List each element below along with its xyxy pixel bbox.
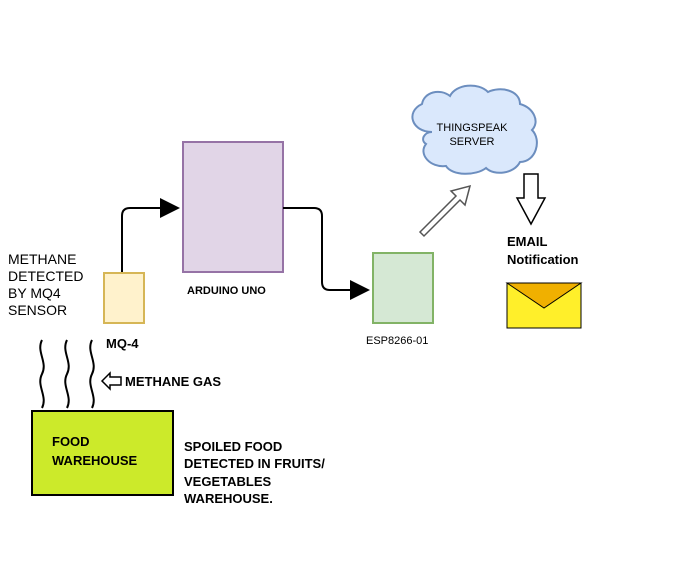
methane-gas-label: METHANE GAS [125, 374, 221, 389]
arrow-arduino-to-esp [283, 207, 370, 300]
arrow-mq4-to-arduino [121, 198, 180, 272]
methane-gas-arrow-icon [100, 371, 122, 391]
mq4-sensor-box [103, 272, 145, 324]
warehouse-label-line-2: WAREHOUSE [52, 453, 138, 468]
esp-box [372, 252, 434, 324]
cloud-label-line-2: SERVER [449, 136, 494, 148]
methane-detected-line-3: BY MQ4 [8, 285, 61, 301]
spoiled-line-2: DETECTED IN FRUITS/ [184, 456, 325, 471]
arrow-esp-to-cloud [418, 184, 472, 238]
esp-label: ESP8266-01 [366, 335, 428, 347]
spoiled-line-1: SPOILED FOOD [184, 439, 282, 454]
methane-detected-line-4: SENSOR [8, 302, 67, 318]
spoiled-food-description: SPOILED FOOD DETECTED IN FRUITS/ VEGETAB… [184, 439, 325, 506]
arduino-box [182, 141, 284, 273]
spoiled-line-4: WAREHOUSE. [184, 491, 273, 506]
thingspeak-cloud [411, 84, 538, 175]
cloud-label-line-1: THINGSPEAK [437, 122, 509, 134]
arduino-label: ARDUINO UNO [187, 285, 266, 297]
methane-detected-label: METHANE DETECTED BY MQ4 SENSOR [8, 251, 83, 318]
spoiled-line-3: VEGETABLES [184, 474, 271, 489]
email-label-line-1: EMAIL [507, 234, 548, 249]
methane-detected-line-2: DETECTED [8, 268, 83, 284]
warehouse-label-line-1: FOOD [52, 434, 90, 449]
arrow-cloud-to-email [515, 173, 547, 226]
mq4-label: MQ-4 [106, 336, 139, 351]
wavy-gas-lines [39, 339, 95, 409]
email-label-line-2: Notification [507, 252, 579, 267]
food-warehouse-box [31, 410, 174, 496]
methane-detected-line-1: METHANE [8, 251, 76, 267]
envelope-icon [505, 282, 583, 329]
